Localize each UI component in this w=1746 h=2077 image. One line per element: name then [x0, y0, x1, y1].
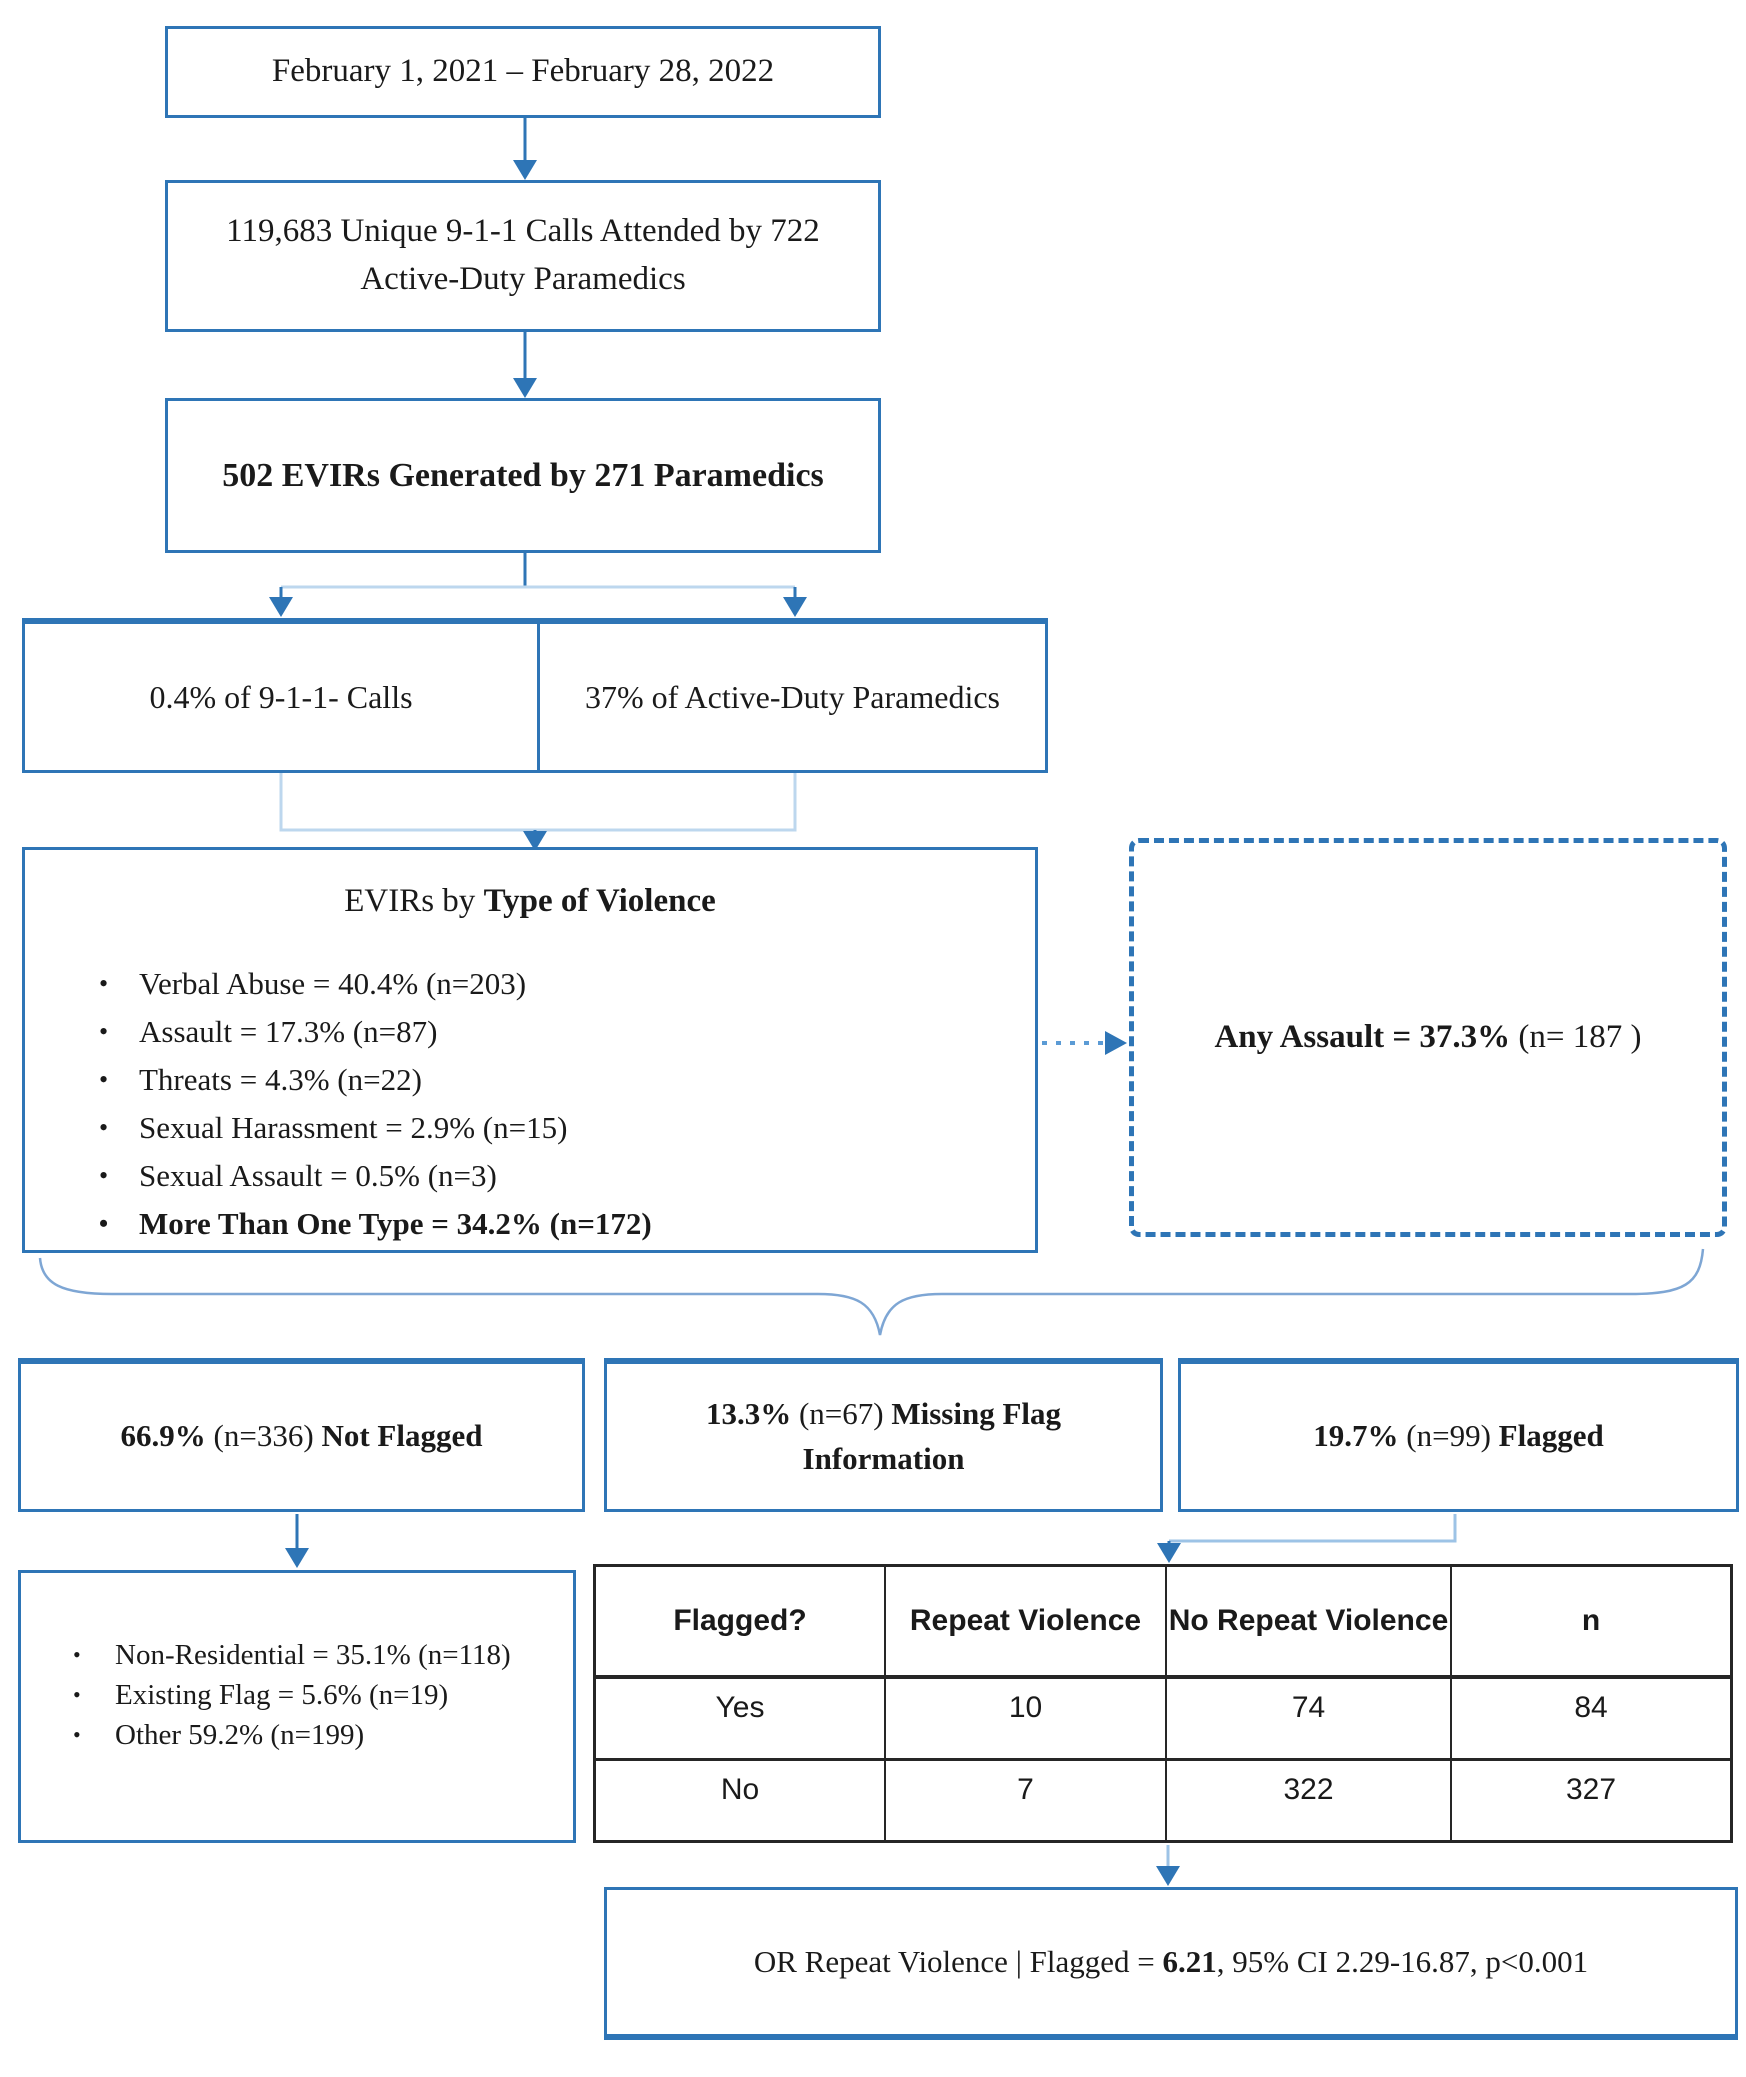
table-cell: 322 — [1167, 1761, 1452, 1840]
flagged-label: Flagged — [1498, 1418, 1604, 1454]
list-item: Sexual Harassment = 2.9% (n=15) — [99, 1104, 1005, 1152]
list-item: Verbal Abuse = 40.4% (n=203) — [99, 960, 1005, 1008]
violence-type-title: EVIRs by Type of Violence — [55, 878, 1005, 926]
arrow-date-to-calls — [513, 118, 537, 180]
arrow-notflagged-to-detail — [285, 1514, 309, 1568]
pct-paramedics-text: 37% of Active-Duty Paramedics — [585, 678, 1000, 715]
table-cell: 84 — [1452, 1679, 1730, 1761]
pct-paramedics-cell: 37% of Active-Duty Paramedics — [540, 624, 1045, 770]
calls-box: 119,683 Unique 9-1-1 Calls Attended by 7… — [165, 180, 881, 332]
evirs-box: 502 EVIRs Generated by 271 Paramedics — [165, 398, 881, 553]
any-assault-rest: (n= 187 ) — [1518, 1018, 1642, 1055]
violence-type-box: EVIRs by Type of Violence Verbal Abuse =… — [22, 847, 1038, 1253]
not-flagged-text: 66.9% (n=336) Not Flagged — [121, 1414, 483, 1459]
table-cell: 327 — [1565, 1773, 1617, 1806]
table-header-no-repeat: No Repeat Violence — [1167, 1567, 1452, 1679]
table-cell: Yes — [596, 1679, 886, 1761]
list-item: Existing Flag = 5.6% (n=19) — [73, 1675, 535, 1715]
split-stats-box: 0.4% of 9-1-1- Calls 37% of Active-Duty … — [22, 618, 1048, 773]
not-flagged-box: 66.9% (n=336) Not Flagged — [18, 1358, 585, 1512]
list-item: Threats = 4.3% (n=22) — [99, 1056, 1005, 1104]
flag-table: Flagged? Repeat Violence No Repeat Viole… — [593, 1564, 1733, 1843]
flagged-pct: 19.7% — [1313, 1418, 1407, 1454]
missing-flag-box: 13.3% (n=67) Missing Flag Information — [604, 1358, 1163, 1512]
odds-ratio-box: OR Repeat Violence | Flagged = 6.21, 95%… — [604, 1887, 1738, 2040]
flagged-text: 19.7% (n=99) Flagged — [1313, 1414, 1603, 1459]
odds-ratio-text: OR Repeat Violence | Flagged = 6.21, 95%… — [754, 1940, 1588, 1985]
violence-type-title-bold: Type of Violence — [483, 883, 716, 919]
not-flagged-detail-box: Non-Residential = 35.1% (n=118) Existing… — [18, 1570, 576, 1843]
list-item: Sexual Assault = 0.5% (n=3) — [99, 1152, 1005, 1200]
table-cell: 74 — [1167, 1679, 1452, 1761]
table-cell: 10 — [886, 1679, 1167, 1761]
any-assault-text: Any Assault = 37.3% (n= 187 ) — [1214, 1014, 1641, 1062]
list-item: Assault = 17.3% (n=87) — [99, 1008, 1005, 1056]
flagged-n: (n=99) — [1406, 1418, 1499, 1454]
brace-connector — [38, 1248, 1705, 1336]
not-flagged-n: (n=336) — [213, 1418, 322, 1454]
connector-merge-to-type — [279, 773, 797, 851]
pct-calls-text: 0.4% of 9-1-1- Calls — [149, 678, 413, 715]
violence-type-list: Verbal Abuse = 40.4% (n=203) Assault = 1… — [55, 960, 1005, 1248]
list-item: More Than One Type = 34.2% (n=172) — [99, 1200, 1005, 1248]
violence-type-title-prefix: EVIRs by — [344, 883, 484, 919]
table-cell: 7 — [886, 1761, 1167, 1840]
missing-flag-pct: 13.3% — [705, 1395, 799, 1431]
date-range-box: February 1, 2021 – February 28, 2022 — [165, 26, 881, 118]
flagged-box: 19.7% (n=99) Flagged — [1178, 1358, 1739, 1512]
any-assault-box: Any Assault = 37.3% (n= 187 ) — [1129, 838, 1727, 1237]
missing-flag-label: Missing Flag Information — [802, 1395, 1062, 1476]
not-flagged-label: Not Flagged — [321, 1418, 483, 1454]
evirs-text: 502 EVIRs Generated by 271 Paramedics — [222, 456, 824, 494]
odds-ratio-suffix: , 95% CI 2.29-16.87, p<0.001 — [1216, 1943, 1589, 1979]
missing-flag-text: 13.3% (n=67) Missing Flag Information — [633, 1392, 1134, 1482]
list-item: Non-Residential = 35.1% (n=118) — [73, 1635, 535, 1675]
connector-flagged-to-table — [1157, 1514, 1457, 1563]
pct-calls-cell: 0.4% of 9-1-1- Calls — [25, 624, 540, 770]
arrow-calls-to-evirs — [513, 332, 537, 398]
table-cell: No — [596, 1761, 886, 1840]
table-header-repeat: Repeat Violence — [886, 1567, 1167, 1679]
odds-ratio-value: 6.21 — [1162, 1943, 1217, 1979]
not-flagged-detail-list: Non-Residential = 35.1% (n=118) Existing… — [47, 1635, 555, 1755]
not-flagged-pct: 66.9% — [120, 1418, 214, 1454]
odds-ratio-prefix: OR Repeat Violence | Flagged = — [753, 1943, 1163, 1979]
table-header-n: n — [1452, 1567, 1730, 1679]
arrow-table-to-or — [1156, 1845, 1180, 1886]
missing-flag-n: (n=67) — [798, 1395, 892, 1431]
table-header-flagged: Flagged? — [596, 1567, 886, 1679]
arrow-dashed-any-assault — [1042, 1031, 1127, 1055]
date-range-text: February 1, 2021 – February 28, 2022 — [271, 53, 775, 90]
connector-evirs-split — [269, 553, 807, 617]
any-assault-bold: Any Assault = 37.3% — [1214, 1018, 1519, 1055]
list-item: Other 59.2% (n=199) — [73, 1715, 535, 1755]
calls-text: 119,683 Unique 9-1-1 Calls Attended by 7… — [226, 213, 820, 297]
